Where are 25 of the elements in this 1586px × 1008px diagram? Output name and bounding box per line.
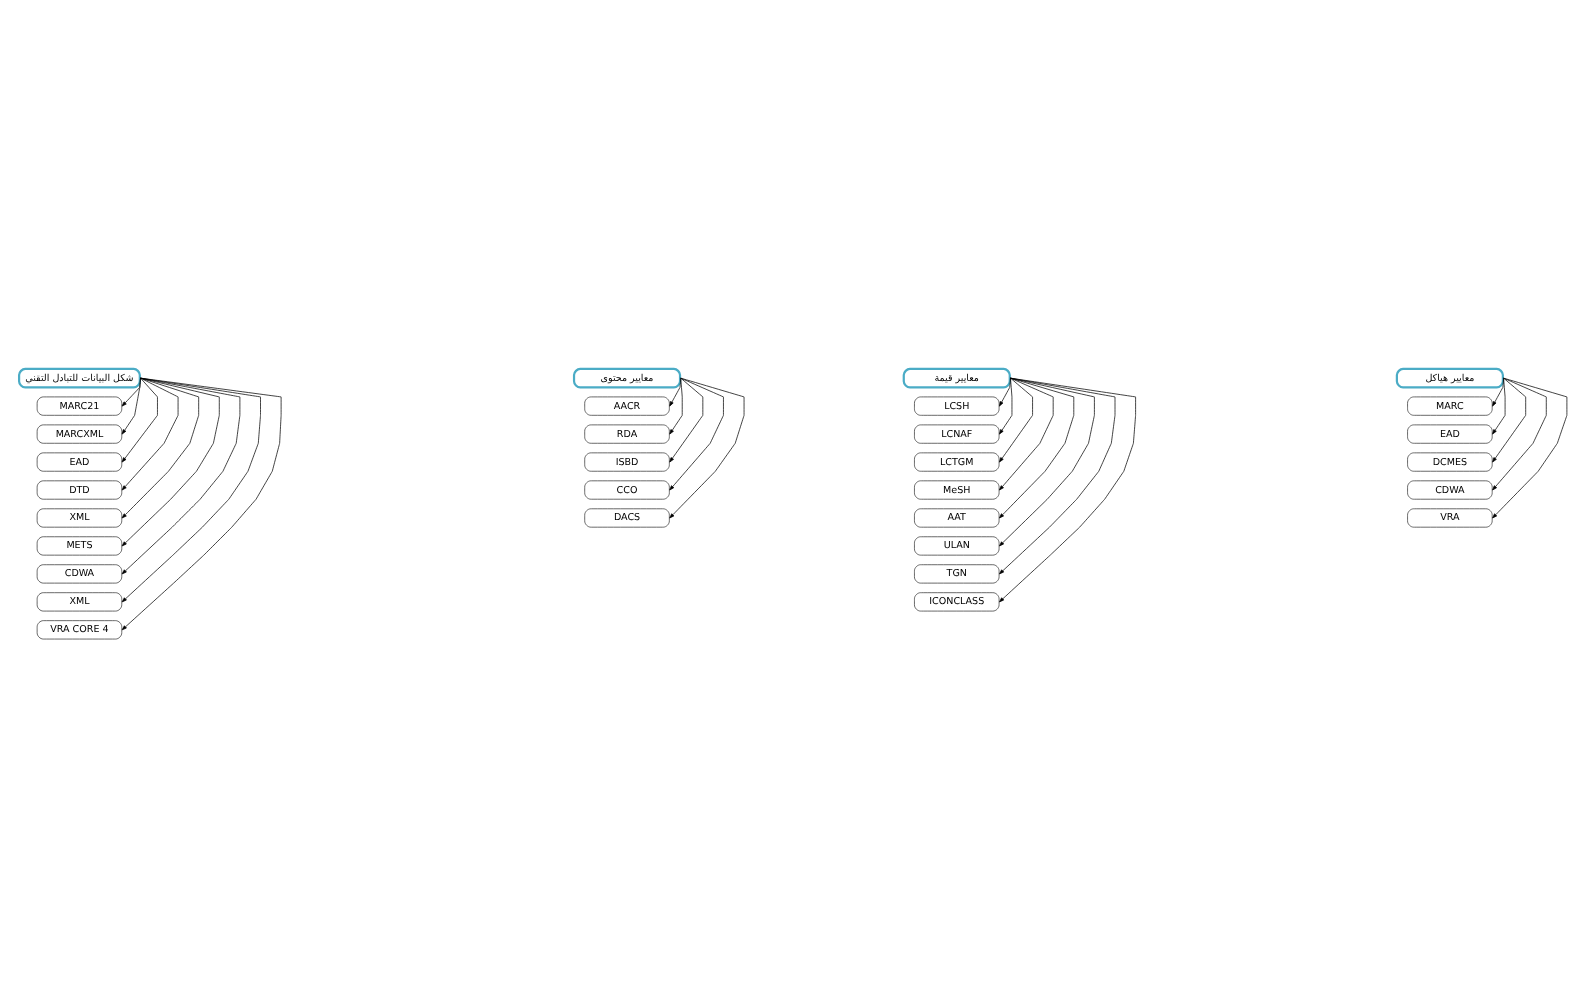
arrow [999,377,1075,519]
arrow [999,377,1033,463]
arrow [121,377,179,491]
arrow [669,377,704,463]
arrow [121,377,141,435]
arrow [1492,377,1547,491]
arrow [1492,377,1527,463]
arrow [121,377,241,575]
arrow [669,377,745,519]
arrow [999,377,1136,603]
arrow [999,377,1095,547]
arrow [1492,377,1568,519]
arrow [999,377,1054,491]
arrow [1492,377,1506,435]
arrow [999,377,1011,407]
arrow [669,377,683,435]
arrow [121,377,261,603]
arrow [121,377,282,631]
arrow [999,377,1013,435]
arrow [669,377,724,491]
arrow [999,377,1116,575]
arrow [669,377,682,407]
arrow [121,377,158,463]
arrow [121,377,220,547]
arrow [121,377,200,519]
